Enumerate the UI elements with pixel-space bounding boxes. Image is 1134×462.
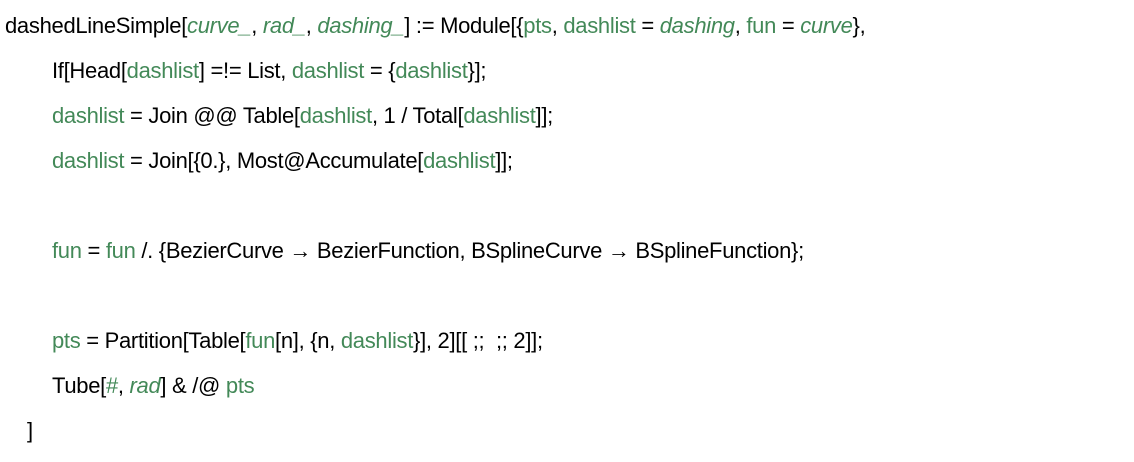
variable-token: dashing_: [317, 13, 405, 38]
code-line: If[Head[dashlist] =!= List, dashlist = {…: [52, 48, 486, 93]
code-token: /. {BezierCurve → BezierFunction, BSplin…: [135, 238, 804, 263]
variable-token: dashlist: [463, 103, 536, 128]
code-token: ,: [251, 13, 263, 38]
variable-token: rad: [129, 373, 161, 398]
code-token: ] := Module[{: [404, 13, 524, 38]
code-token: ]: [27, 418, 33, 443]
code-token: , 1 / Total[: [371, 103, 464, 128]
variable-token: curve: [800, 13, 853, 38]
variable-token: dashlist: [423, 148, 496, 173]
code-token: = Join[{0.}, Most@Accumulate[: [124, 148, 424, 173]
code-token: },: [852, 13, 866, 38]
variable-token: dashing: [659, 13, 735, 38]
code-token: =: [635, 13, 660, 38]
variable-token: dashlist: [126, 58, 200, 83]
code-line: dashlist = Join[{0.}, Most@Accumulate[da…: [52, 138, 513, 183]
code-token: = Partition[Table[: [80, 328, 246, 353]
code-token: Tube[: [52, 373, 106, 398]
variable-token: fun: [746, 13, 777, 38]
code-token: If[Head[: [52, 58, 127, 83]
code-line: ]: [27, 408, 33, 453]
variable-token: fun: [52, 238, 82, 263]
code-token: ,: [551, 13, 564, 38]
code-token: ] & /@: [160, 373, 226, 398]
code-token: }];: [467, 58, 487, 83]
code-token: ]];: [535, 103, 554, 128]
variable-token: pts: [225, 373, 255, 398]
code-token: }], 2][[ ;; ;; 2]];: [413, 328, 543, 353]
variable-token: dashlist: [340, 328, 414, 353]
variable-token: dashlist: [299, 103, 373, 128]
code-line: fun = fun /. {BezierCurve → BezierFuncti…: [52, 228, 804, 273]
code-token: ,: [305, 13, 318, 38]
code-line: dashlist = Join @@ Table[dashlist, 1 / T…: [52, 93, 553, 138]
variable-token: curve_: [187, 13, 252, 38]
code-token: =: [776, 13, 801, 38]
variable-token: fun: [245, 328, 276, 353]
variable-token: pts: [52, 328, 81, 353]
variable-token: dashlist: [291, 58, 365, 83]
code-line: Tube[#, rad] & /@ pts: [52, 363, 255, 408]
variable-token: dashlist: [395, 58, 468, 83]
code-line: dashedLineSimple[curve_, rad_, dashing_]…: [5, 3, 866, 48]
variable-token: dashlist: [52, 148, 125, 173]
code-token: = Join @@ Table[: [124, 103, 300, 128]
variable-token: fun: [105, 238, 136, 263]
variable-token: pts: [523, 13, 552, 38]
code-token: dashedLineSimple[: [5, 13, 188, 38]
variable-token: rad_: [262, 13, 306, 38]
code-token: ]];: [495, 148, 513, 173]
code-token: ] =!= List,: [198, 58, 292, 83]
code-token: ,: [734, 13, 747, 38]
code-line: pts = Partition[Table[fun[n], {n, dashli…: [52, 318, 543, 363]
variable-token: dashlist: [52, 103, 125, 128]
code-token: [n], {n,: [275, 328, 341, 353]
code-token: =: [81, 238, 106, 263]
code-token: ,: [117, 373, 130, 398]
variable-token: dashlist: [563, 13, 636, 38]
code-token: = {: [364, 58, 396, 83]
variable-token: #: [105, 373, 118, 398]
